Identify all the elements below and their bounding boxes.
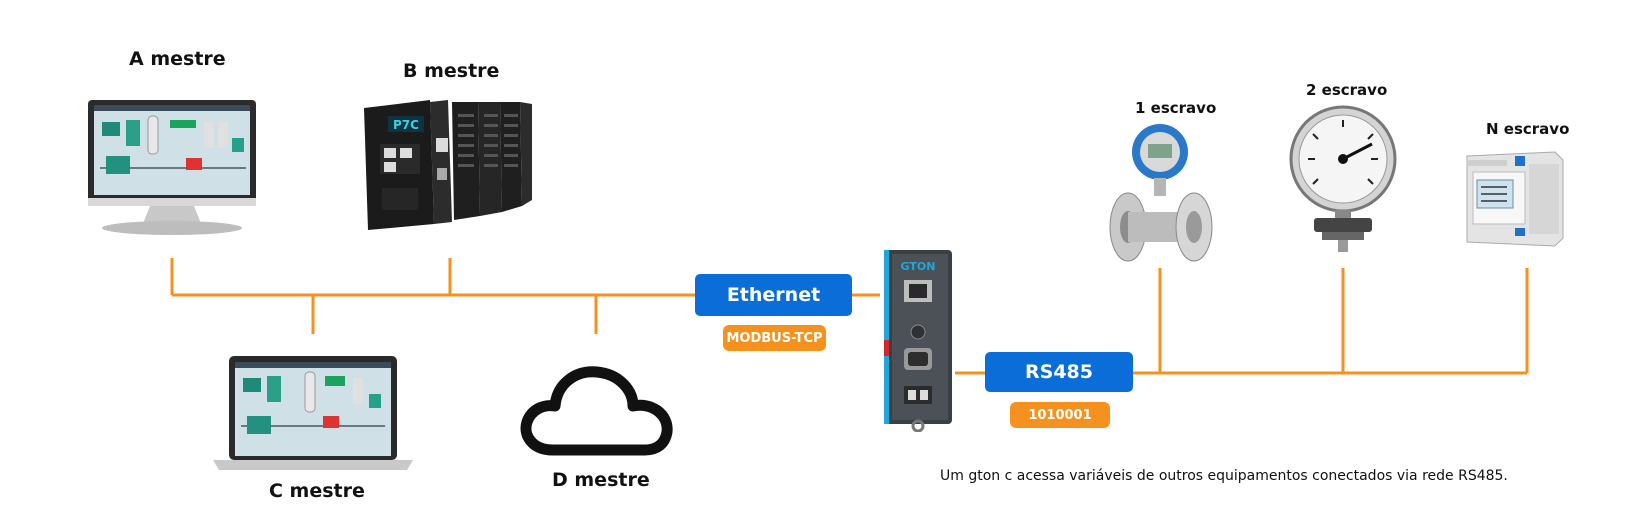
flow-meter-icon: [1109, 124, 1213, 262]
ethernet-box: Ethernet: [695, 274, 852, 316]
label-d-mestre: D mestre: [552, 469, 650, 491]
label-2-escravo: 2 escravo: [1306, 81, 1388, 99]
diagram-caption: Um gton c acessa variáveis de outros equ…: [940, 468, 1508, 484]
cloud-icon: [520, 366, 673, 456]
label-a-mestre: A mestre: [129, 48, 226, 70]
energy-meter-icon: [1466, 151, 1564, 247]
rs485-box: RS485: [985, 352, 1133, 392]
pressure-gauge-icon: [1289, 105, 1397, 252]
label-n-escravo: N escravo: [1486, 120, 1570, 138]
modbus-tcp-tag: MODBUS-TCP: [723, 325, 826, 351]
laptop-icon: [213, 356, 413, 470]
plc-logo-text: P7C: [393, 118, 419, 132]
desktop-monitor-icon: [88, 100, 256, 235]
gateway-logo-text: GTON: [901, 260, 936, 273]
label-c-mestre: C mestre: [269, 480, 365, 502]
rs485-address-tag: 1010001: [1010, 402, 1110, 428]
label-1-escravo: 1 escravo: [1135, 99, 1217, 117]
plc-controller-icon: P7C: [364, 100, 532, 230]
label-b-mestre: B mestre: [403, 60, 500, 82]
gton-gateway-icon: GTON: [884, 250, 952, 432]
